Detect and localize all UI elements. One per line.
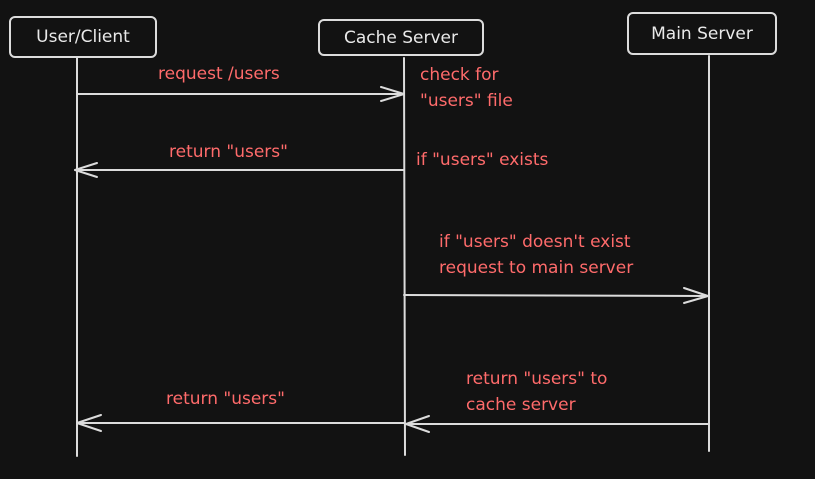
note-if-users-exists: if "users" exists — [416, 150, 549, 170]
participant-cache-server: Cache Server — [318, 19, 484, 56]
lifeline-cache-server — [403, 57, 406, 456]
participant-user-client-label: User/Client — [36, 27, 130, 47]
message-return-users-1: return "users" — [169, 142, 288, 162]
message-request-users: request /users — [158, 64, 280, 84]
arrow-request-users — [76, 86, 405, 102]
note-return-users-to-cache: return "users" to cache server — [466, 369, 608, 415]
arrow-return-users-to-cache — [405, 415, 710, 433]
note-check-for-users-file: check for "users" file — [420, 65, 513, 111]
arrow-return-users-2 — [76, 414, 405, 432]
participant-main-server-label: Main Server — [651, 23, 753, 44]
note-if-users-doesnt-exist: if "users" doesn't exist request to main… — [439, 232, 634, 278]
participant-main-server: Main Server — [627, 12, 777, 55]
arrow-return-users-1 — [74, 162, 405, 178]
message-return-users-2: return "users" — [166, 389, 285, 409]
participant-cache-server-label: Cache Server — [343, 27, 459, 48]
arrow-request-main-server — [403, 287, 709, 304]
participant-user-client: User/Client — [9, 16, 157, 58]
